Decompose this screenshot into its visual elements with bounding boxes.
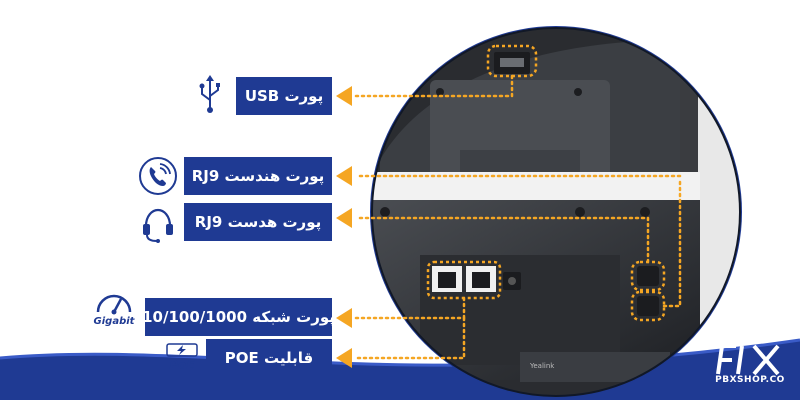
rj9-connector xyxy=(662,180,682,308)
headset-icon xyxy=(143,208,173,243)
device-circle-outline xyxy=(371,27,741,397)
poe-leader xyxy=(354,316,466,360)
device-brand-text: Yealink xyxy=(529,362,555,370)
rj9-headset-highlight xyxy=(630,290,666,322)
usb-icon xyxy=(199,75,220,113)
poe-icon xyxy=(166,343,198,357)
pbxshop-logo xyxy=(716,344,780,376)
rj9-headset-leader xyxy=(354,216,650,264)
poe-label: قابلیت POE xyxy=(206,339,332,377)
usb-leader xyxy=(354,74,514,98)
leader-lines xyxy=(354,74,682,360)
arrow-heads xyxy=(336,86,352,368)
rj9-headset-port-label: پورت هدست RJ9 xyxy=(184,203,332,241)
pbxshop-site-text: PBXSHOP.CO xyxy=(715,375,785,385)
gigabit-caption: Gigabit xyxy=(93,316,135,327)
poe-caption: PoE xyxy=(169,358,195,372)
device-photo: Yealink xyxy=(372,28,740,396)
network-port-label: پورت شبکه 10/100/1000 xyxy=(142,298,335,336)
phone-handset-icon xyxy=(139,157,177,195)
rj9-handset-port-label: پورت هندست RJ9 xyxy=(184,157,332,195)
usb-port-label: پورت USB xyxy=(236,77,332,115)
gigabit-speedometer-icon xyxy=(96,294,132,315)
